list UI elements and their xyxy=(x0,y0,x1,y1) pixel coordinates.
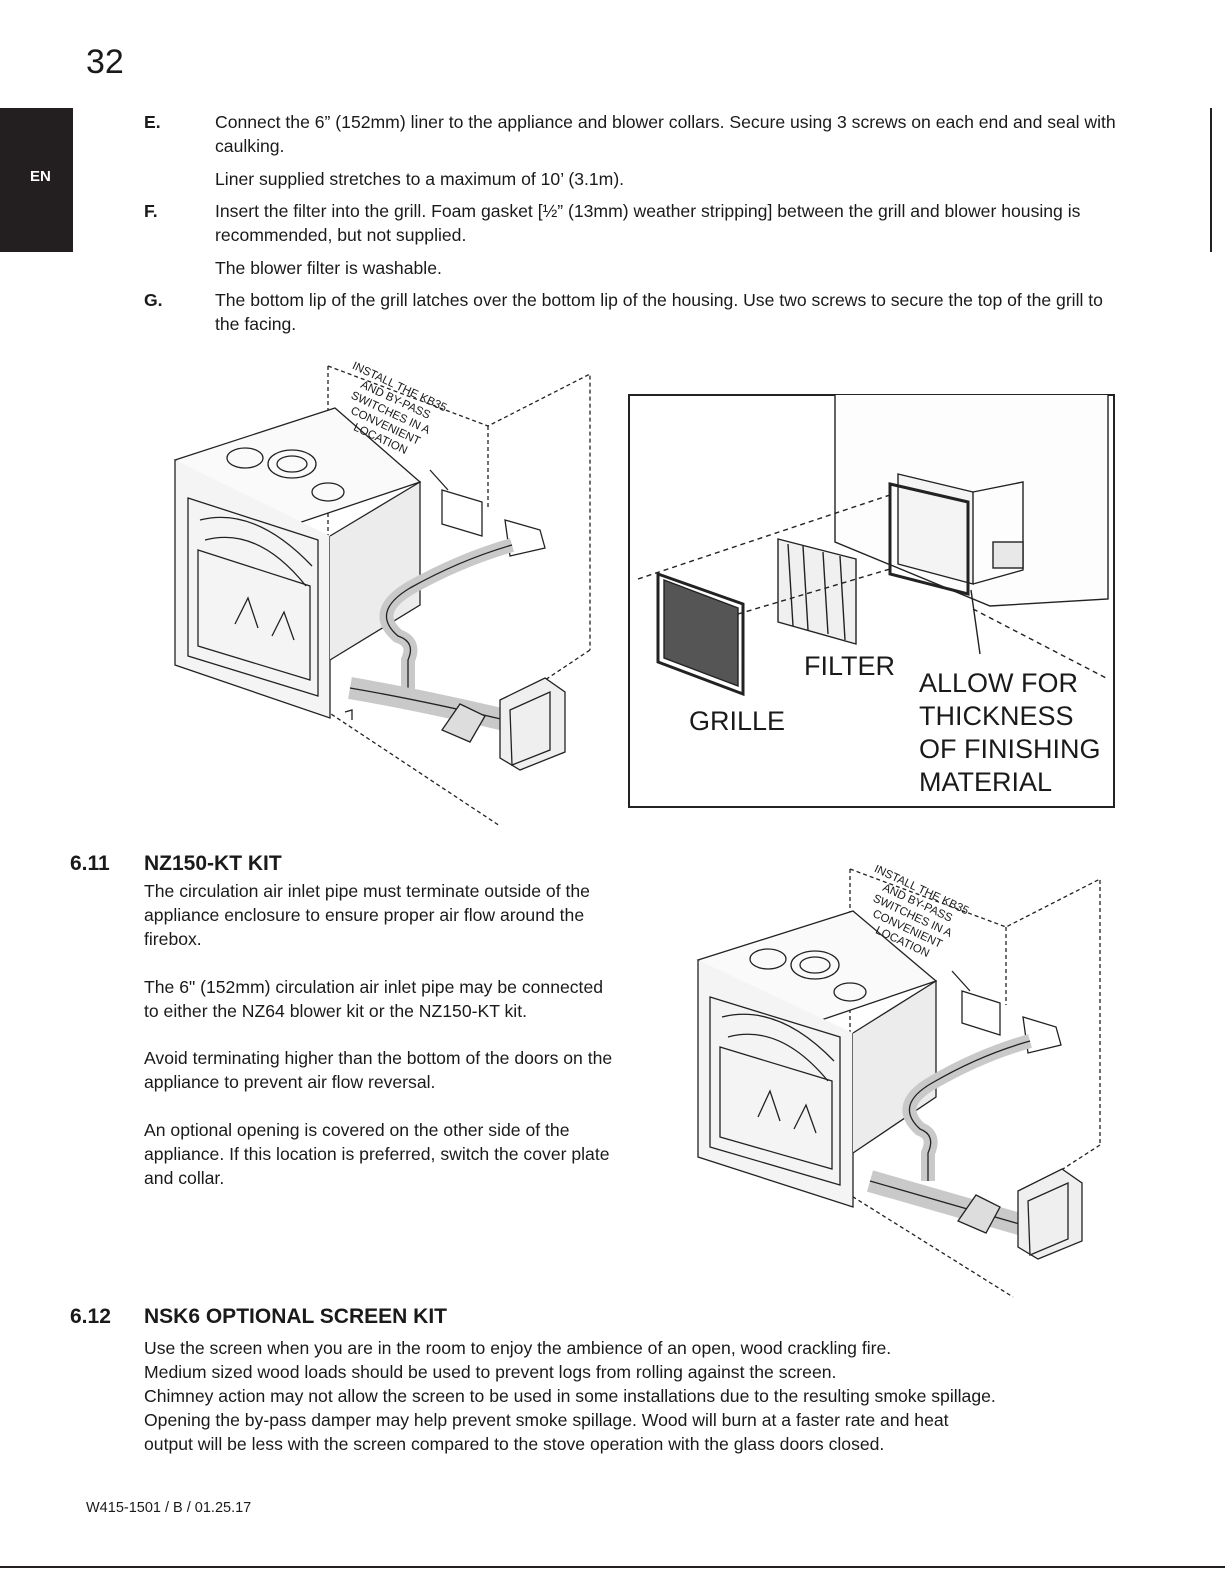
grille-label: GRILLE xyxy=(689,706,785,736)
paragraph-line: Medium sized wood loads should be used t… xyxy=(144,1362,837,1382)
section-number: 6.12 xyxy=(70,1305,111,1328)
section-title: NSK6 OPTIONAL SCREEN KIT xyxy=(144,1305,447,1328)
allow-label-line-1: ALLOW FOR xyxy=(919,668,1078,698)
paragraph: Use the screen when you are in the room … xyxy=(144,1336,1144,1456)
paragraph-line: firebox. xyxy=(144,929,202,949)
paragraph-line: An optional opening is covered on the ot… xyxy=(144,1120,570,1140)
step-letter: F. xyxy=(144,201,158,221)
step-letter: E. xyxy=(144,112,161,132)
section-number: 6.11 xyxy=(70,852,110,875)
filter-label: FILTER xyxy=(804,651,895,681)
grille-filter-detail-figure: FILTER GRILLE ALLOW FOR THICKNESS OF FIN… xyxy=(628,394,1115,808)
paragraph: Avoid terminating higher than the bottom… xyxy=(144,1046,612,1094)
paragraph-line: Use the screen when you are in the room … xyxy=(144,1338,892,1358)
paragraph: The circulation air inlet pipe must term… xyxy=(144,879,590,951)
bottom-rule xyxy=(0,1566,1225,1568)
step-text: Connect the 6” (152mm) liner to the appl… xyxy=(215,112,1116,156)
paragraph-line: The 6" (152mm) circulation air inlet pip… xyxy=(144,977,604,997)
paragraph: The 6" (152mm) circulation air inlet pip… xyxy=(144,975,603,1023)
paragraph-line: appliance to prevent air flow reversal. xyxy=(144,1072,436,1092)
document-code: W415-1501 / B / 01.25.17 xyxy=(86,1500,252,1516)
paragraph-line: to either the NZ64 blower kit or the NZ1… xyxy=(144,1001,527,1021)
step-letter: G. xyxy=(144,290,163,310)
language-tab[interactable]: EN xyxy=(0,108,73,252)
margin-rule xyxy=(1210,108,1212,252)
paragraph-line: Chimney action may not allow the screen … xyxy=(144,1386,996,1406)
step-f-note: The blower filter is washable. xyxy=(215,258,442,278)
paragraph-line: output will be less with the screen comp… xyxy=(144,1434,885,1454)
paragraph-line: Avoid terminating higher than the bottom… xyxy=(144,1048,613,1068)
allow-label-line-3: OF FINISHING xyxy=(919,734,1101,764)
nz150-kt-figure: INSTALL THE KB35 AND BY-PASS SWITCHES IN… xyxy=(696,865,1101,1298)
paragraph: An optional opening is covered on the ot… xyxy=(144,1118,610,1190)
language-tab-label: EN xyxy=(30,168,51,185)
paragraph-line: appliance. If this location is preferred… xyxy=(144,1144,610,1164)
section-title: NZ150-KT KIT xyxy=(144,852,282,875)
paragraph-line: and collar. xyxy=(144,1168,225,1188)
paragraph-line: Opening the by-pass damper may help prev… xyxy=(144,1410,949,1430)
paragraph-line: The circulation air inlet pipe must term… xyxy=(144,881,590,901)
page-number: 32 xyxy=(86,43,124,81)
paragraph-line: appliance enclosure to ensure proper air… xyxy=(144,905,585,925)
step-e-note: Liner supplied stretches to a maximum of… xyxy=(215,169,625,189)
step-text: The bottom lip of the grill latches over… xyxy=(215,290,1103,334)
allow-label-line-4: MATERIAL xyxy=(919,767,1052,797)
allow-label-line-2: THICKNESS xyxy=(919,701,1074,731)
fireplace-blower-figure: INSTALL THE KB35 AND BY-PASS SWITCHES IN… xyxy=(173,360,591,827)
step-text: Insert the filter into the grill. Foam g… xyxy=(215,201,1081,245)
